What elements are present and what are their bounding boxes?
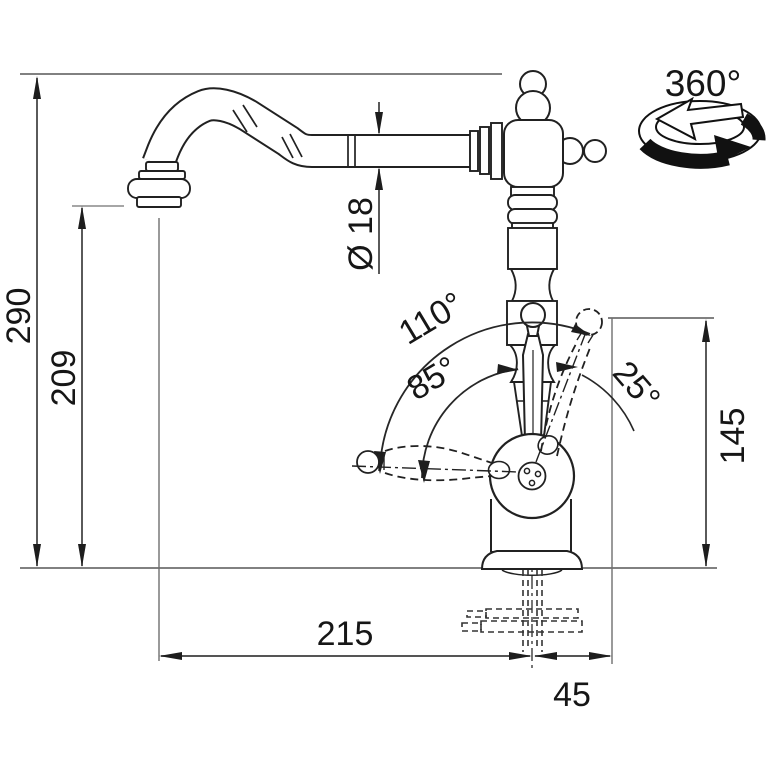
lever-horizontal-ball	[356, 450, 380, 474]
dim-18-arrow-down	[375, 112, 383, 135]
label-total-height: 290	[0, 288, 38, 345]
dim-45-arrow-left	[534, 652, 557, 660]
label-lever-offset: 45	[553, 676, 591, 714]
hub-holes	[523, 467, 542, 487]
spout-joint-lines	[232, 104, 356, 167]
lever-root-socket-left	[487, 460, 511, 480]
spout-tube-core	[143, 89, 472, 170]
base-flange	[480, 550, 584, 570]
lever-horizontal-bottom-edge	[384, 472, 493, 482]
mounting-washer-top	[485, 608, 579, 619]
lever-25-axis	[535, 331, 587, 463]
label-lever-height: 145	[714, 408, 752, 465]
dim-145-arrow-up	[702, 319, 710, 342]
rotation-band-end	[740, 113, 766, 141]
lever-25-ball	[575, 308, 603, 336]
rotation-arrowhead	[714, 135, 751, 163]
rotation-band	[639, 138, 730, 169]
faucet-body	[127, 70, 607, 576]
spout-aerator	[127, 161, 191, 208]
dim-290-arrow-up	[33, 76, 41, 99]
arc-25-extension	[581, 374, 635, 432]
dim-209-arrow-down	[78, 544, 86, 567]
lever-vertical	[520, 302, 546, 443]
dimension-labels: 290 209 Ø 18 145 215 45 110° 85° 25° 360…	[0, 63, 752, 714]
rotation-360-icon	[638, 96, 766, 169]
head-rings	[469, 122, 503, 180]
head-body	[503, 119, 564, 188]
lever-horizontal-phantom	[351, 445, 520, 482]
dim-209-arrow-up	[78, 206, 86, 229]
label-swivel-angle: 360°	[665, 63, 742, 104]
dim-215-arrow-right	[509, 652, 532, 660]
reference-lines	[20, 73, 717, 664]
base-gasket	[501, 569, 563, 576]
under-counter-parts	[461, 570, 583, 652]
dim-290-arrow-down	[33, 544, 41, 567]
lever-25-left-edge	[540, 343, 577, 452]
side-ball-small	[583, 139, 607, 163]
arc-110	[379, 321, 591, 469]
dim-18-arrow-up	[375, 167, 383, 190]
lever-25-right-edge	[556, 347, 591, 457]
lever-horizontal-axis	[351, 465, 520, 473]
arc-85-arrow-right	[497, 364, 519, 374]
label-spout-height: 209	[45, 350, 83, 407]
lever-horizontal-top-edge	[384, 445, 493, 464]
rotation-counter-arrow	[654, 96, 745, 141]
mounting-washer-bottom	[480, 620, 583, 633]
arc-85-arrow-left	[418, 460, 430, 483]
lever-25-phantom	[535, 308, 603, 463]
angle-arcs	[374, 321, 635, 483]
dimension-lines	[33, 76, 710, 668]
dim-215-arrow-left	[159, 652, 182, 660]
label-spout-reach: 215	[317, 615, 374, 653]
label-angle-side: 25°	[605, 354, 667, 418]
label-pipe-diameter: Ø 18	[342, 197, 380, 271]
arc-25-arrow	[556, 362, 578, 372]
lever-vertical-ball	[520, 302, 546, 328]
dim-45-arrow-right	[589, 652, 612, 660]
dim-145-arrow-down	[702, 544, 710, 567]
